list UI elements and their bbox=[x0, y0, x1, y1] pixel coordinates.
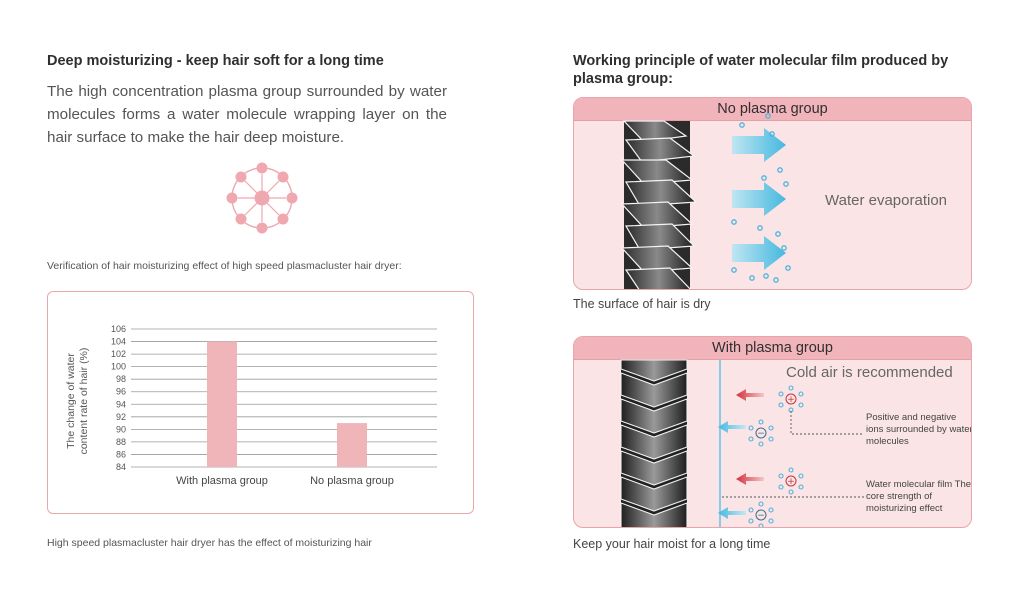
x-category-labels: With plasma group No plasma group bbox=[176, 475, 394, 487]
dry-hair-illustration bbox=[620, 113, 791, 289]
y-tick-label: 90 bbox=[116, 424, 126, 434]
y-tick-label: 104 bbox=[111, 337, 126, 347]
blue-ion-arrows bbox=[718, 421, 746, 519]
water-film-label: Water molecular film The core strength o… bbox=[866, 479, 972, 514]
no-plasma-title: No plasma group bbox=[574, 98, 971, 121]
plasma-ions: + − + bbox=[748, 385, 804, 527]
y-tick-label: 94 bbox=[116, 399, 126, 409]
chart-frame bbox=[47, 291, 474, 514]
with-plasma-title: With plasma group bbox=[574, 337, 971, 360]
no-plasma-panel: No plasma group bbox=[573, 97, 972, 290]
y-tick-label: 102 bbox=[111, 349, 126, 359]
y-tick-label: 92 bbox=[116, 412, 126, 422]
moisture-bar-chart: 84 86 88 90 92 94 96 98 100 102 104 106 With plasma… bbox=[65, 324, 437, 487]
y-tick-label: 100 bbox=[111, 362, 126, 372]
y-axis-label-line2: content rate of hair (%) bbox=[78, 348, 90, 455]
water-evaporation-label: Water evaporation bbox=[825, 192, 948, 209]
y-tick-label: 96 bbox=[116, 387, 126, 397]
hair-scales-smooth bbox=[620, 359, 688, 527]
moist-hair-caption: Keep your hair moist for a long time bbox=[573, 537, 771, 551]
ions-label: Positive and negative ions surrounded by… bbox=[866, 412, 972, 447]
y-tick-label: 98 bbox=[116, 374, 126, 384]
svg-text:+: + bbox=[787, 477, 795, 487]
bottom-left-caption: High speed plasmacluster hair dryer has … bbox=[47, 537, 372, 549]
left-description: The high concentration plasma group surr… bbox=[47, 83, 447, 146]
svg-text:−: − bbox=[757, 429, 765, 439]
left-heading: Deep moisturizing - keep hair soft for a… bbox=[47, 53, 384, 69]
verification-caption: Verification of hair moisturizing effect… bbox=[47, 260, 402, 272]
y-tick-label: 86 bbox=[116, 449, 126, 459]
plasma-cluster-icon bbox=[226, 162, 298, 234]
y-tick-label: 84 bbox=[116, 462, 126, 472]
y-tick-labels: 84 86 88 90 92 94 96 98 100 102 104 106 bbox=[111, 324, 126, 472]
with-plasma-panel: With plasma group bbox=[573, 336, 972, 528]
dry-hair-caption: The surface of hair is dry bbox=[573, 297, 711, 311]
water-molecules bbox=[731, 113, 791, 283]
y-axis-label-line1: The change of water bbox=[65, 353, 77, 449]
red-air-arrows bbox=[736, 389, 764, 485]
y-tick-label: 88 bbox=[116, 437, 126, 447]
svg-text:−: − bbox=[757, 511, 765, 521]
chart-bars bbox=[207, 341, 367, 467]
bar-with-plasma bbox=[207, 341, 237, 467]
hair-scales-rough bbox=[620, 120, 698, 289]
x-category-label: No plasma group bbox=[310, 475, 394, 487]
bar-no-plasma bbox=[337, 423, 367, 467]
evaporation-arrows bbox=[732, 128, 786, 270]
chart-grid bbox=[131, 328, 437, 468]
svg-text:+: + bbox=[787, 395, 795, 405]
right-heading: Working principle of water molecular fil… bbox=[573, 53, 949, 87]
y-tick-label: 106 bbox=[111, 324, 126, 334]
cold-air-label: Cold air is recommended bbox=[786, 364, 953, 381]
moist-hair-illustration: + − + bbox=[620, 359, 864, 527]
x-category-label: With plasma group bbox=[176, 475, 268, 487]
